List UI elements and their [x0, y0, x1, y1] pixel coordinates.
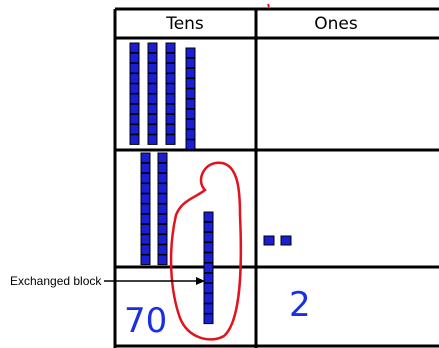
unit-cube — [140, 234, 151, 245]
unit-cube — [140, 203, 151, 215]
unit-cube — [203, 282, 214, 294]
unit-cube — [129, 103, 140, 115]
unit-cube — [157, 162, 168, 174]
unit-cube — [129, 93, 140, 105]
unit-cube — [203, 303, 214, 314]
unit-cube — [157, 172, 168, 184]
unit-cube — [140, 213, 151, 225]
unit-cube — [129, 83, 140, 94]
unit-cube — [165, 103, 176, 115]
unit-cube — [129, 113, 140, 125]
unit-cube — [203, 242, 214, 253]
unit-cube — [203, 231, 214, 243]
ones-unit-cube — [263, 235, 275, 246]
unit-cube — [185, 67, 196, 79]
exchanged-arrow — [104, 277, 205, 285]
unit-cube — [203, 221, 214, 233]
unit-cube — [140, 244, 151, 255]
unit-cube — [185, 78, 196, 89]
unit-cube — [157, 244, 168, 255]
unit-cube — [147, 52, 158, 64]
tens-rod — [203, 211, 214, 325]
unit-cube — [185, 108, 196, 120]
unit-cube — [140, 223, 151, 235]
unit-cube — [147, 134, 158, 145]
unit-cube — [147, 83, 158, 94]
unit-cube — [185, 118, 196, 130]
unit-cube — [165, 83, 176, 94]
unit-cube — [165, 52, 176, 64]
unit-cube — [185, 139, 196, 150]
unit-cube — [165, 113, 176, 125]
unit-cube — [185, 47, 196, 59]
unit-cube — [203, 211, 214, 223]
unit-cube — [129, 73, 140, 84]
exchanged-block-label: Exchanged block — [10, 274, 102, 288]
unit-cube — [157, 183, 168, 194]
unit-cube — [185, 98, 196, 110]
unit-cube — [203, 262, 214, 274]
top-row-tens-rods — [129, 42, 196, 150]
unit-cube — [165, 93, 176, 105]
unit-cube — [185, 88, 196, 99]
unit-cube — [140, 193, 151, 204]
unit-cube — [203, 272, 214, 284]
unit-cube — [147, 93, 158, 105]
unit-cube — [147, 103, 158, 115]
unit-cube — [129, 62, 140, 74]
unit-cube — [165, 73, 176, 84]
unit-cube — [129, 42, 140, 54]
unit-cube — [203, 313, 214, 325]
exchanged-arrow-head — [196, 277, 205, 285]
unit-cube — [185, 57, 196, 69]
tens-result-handwritten: 70 — [124, 301, 167, 341]
place-value-grid — [113, 7, 439, 348]
unit-cube — [147, 42, 158, 54]
unit-cube — [147, 124, 158, 135]
unit-cube — [140, 162, 151, 174]
unit-cube — [147, 62, 158, 74]
bottom-row-ones-units — [263, 235, 292, 246]
ones-result-handwritten: 2 — [289, 285, 311, 325]
unit-cube — [129, 52, 140, 64]
tens-rod — [165, 42, 176, 145]
unit-cube — [157, 152, 168, 164]
unit-cube — [157, 234, 168, 245]
tens-rod — [185, 47, 196, 150]
red-tick-mark — [267, 3, 270, 8]
unit-cube — [165, 42, 176, 54]
unit-cube — [140, 183, 151, 194]
ones-unit-cube — [280, 235, 292, 246]
tens-rod — [157, 152, 168, 266]
exchange-highlight-loop — [169, 161, 243, 341]
exchanged-tens-rod — [203, 211, 214, 325]
unit-cube — [157, 254, 168, 266]
unit-cube — [157, 203, 168, 215]
unit-cube — [165, 124, 176, 135]
unit-cube — [147, 73, 158, 84]
tens-rod — [129, 42, 140, 145]
tens-rod — [140, 152, 151, 266]
bottom-row-tens-rods — [140, 152, 168, 266]
unit-cube — [157, 193, 168, 204]
unit-cube — [165, 62, 176, 74]
unit-cube — [140, 172, 151, 184]
ones-header: Ones — [314, 14, 358, 34]
unit-cube — [185, 129, 196, 140]
unit-cube — [165, 134, 176, 145]
tens-rod — [147, 42, 158, 145]
unit-cube — [203, 252, 214, 263]
unit-cube — [203, 293, 214, 304]
unit-cube — [157, 213, 168, 225]
tens-header: Tens — [165, 14, 204, 34]
unit-cube — [157, 223, 168, 235]
unit-cube — [140, 254, 151, 266]
unit-cube — [129, 124, 140, 135]
unit-cube — [129, 134, 140, 145]
unit-cube — [140, 152, 151, 164]
unit-cube — [147, 113, 158, 125]
